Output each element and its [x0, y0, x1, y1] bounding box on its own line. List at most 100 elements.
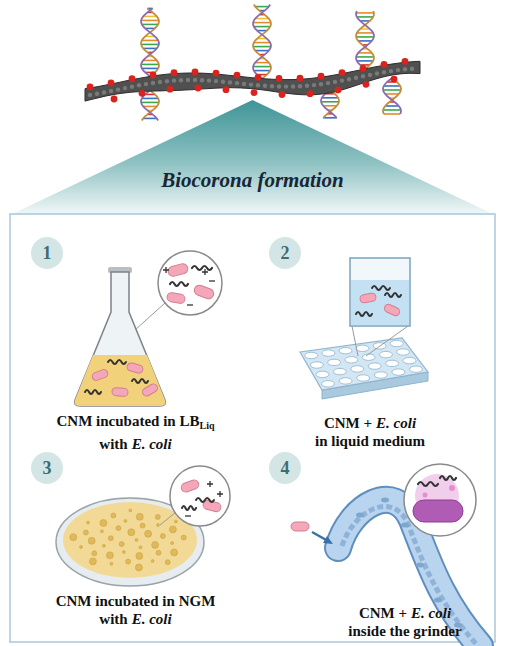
art-ellipse — [63, 502, 197, 578]
art-line — [253, 66, 271, 68]
art-ellipse — [374, 372, 387, 378]
art-circle — [263, 84, 267, 88]
art-ellipse — [381, 498, 389, 503]
art-line — [260, 54, 265, 56]
art-line — [160, 512, 176, 525]
art-circle — [157, 524, 160, 527]
art-ellipse — [357, 375, 370, 381]
art-line — [148, 52, 153, 54]
art-ellipse — [310, 362, 323, 368]
art-circle — [111, 513, 116, 518]
art-ellipse — [379, 351, 392, 357]
art-circle — [160, 534, 165, 539]
art-path — [132, 379, 148, 383]
art-rect — [166, 292, 185, 304]
art-line — [148, 56, 153, 58]
art-line — [383, 109, 401, 111]
art-circle — [200, 78, 204, 82]
art-path — [356, 312, 372, 316]
art-path — [202, 269, 208, 275]
art-circle — [158, 80, 162, 84]
art-circle — [135, 539, 138, 542]
art-circle — [360, 65, 367, 72]
art-line — [257, 30, 267, 32]
art-circle — [169, 526, 176, 533]
art-line — [145, 28, 155, 30]
art-circle — [100, 520, 107, 527]
art-ellipse — [362, 354, 375, 360]
art-circle — [333, 80, 337, 84]
art-circle — [186, 78, 190, 82]
banner-title: Biocorona formation — [10, 168, 495, 193]
art-line — [356, 36, 374, 38]
art-circle — [129, 75, 136, 82]
art-line — [322, 97, 338, 99]
art-circle — [126, 559, 131, 564]
art-path — [338, 500, 480, 646]
art-circle — [165, 560, 170, 565]
art-rect — [291, 522, 309, 531]
art-circle — [340, 78, 344, 82]
art-line — [257, 38, 267, 40]
art-ellipse — [339, 348, 352, 354]
art-path — [185, 515, 191, 516]
art-circle — [171, 549, 178, 556]
art-line — [148, 114, 153, 116]
art-line — [145, 36, 155, 38]
art-path — [385, 293, 401, 297]
art-circle — [251, 89, 258, 96]
art-ellipse — [392, 369, 405, 375]
art-circle — [192, 69, 199, 76]
art-circle — [375, 71, 379, 75]
art-circle — [136, 552, 143, 559]
art-circle — [339, 69, 346, 76]
art-circle — [92, 551, 97, 556]
art-line — [143, 16, 157, 18]
art-circle — [122, 551, 125, 554]
art-path — [85, 390, 101, 394]
art-line — [387, 81, 397, 83]
art-circle — [80, 545, 83, 548]
art-circle — [297, 75, 304, 82]
art-circle — [389, 69, 393, 73]
art-path — [141, 90, 158, 120]
art-rect — [193, 284, 215, 300]
art-group — [356, 498, 462, 628]
art-line — [253, 22, 271, 24]
art-line — [360, 64, 370, 66]
art-circle — [181, 535, 186, 540]
art-circle — [249, 82, 253, 86]
art-circle — [363, 81, 370, 88]
art-group — [70, 509, 186, 571]
art-line — [357, 32, 373, 34]
caption-text: E. coli — [132, 436, 172, 452]
art-path — [356, 11, 374, 69]
art-line — [360, 20, 370, 22]
art-rect — [141, 383, 159, 398]
art-line — [383, 89, 401, 91]
art-line — [142, 24, 158, 26]
panel-caption: CNM +E. coliinside the grinder — [312, 604, 498, 640]
art-line — [384, 113, 400, 115]
art-circle — [256, 83, 260, 87]
panel-caption: CNM incubated in LBLiqwithE. coli — [33, 412, 238, 453]
art-line — [142, 98, 158, 100]
art-ellipse — [416, 563, 424, 568]
art-path — [187, 304, 193, 305]
art-circle — [423, 493, 428, 498]
art-path — [108, 360, 126, 364]
art-path — [383, 78, 401, 114]
art-circle — [109, 89, 113, 93]
callout-number: 1 — [43, 243, 52, 264]
art-circle — [88, 93, 92, 97]
art-path — [383, 78, 401, 114]
art-line — [255, 62, 269, 64]
art-line — [143, 60, 157, 62]
art-rect — [351, 280, 409, 325]
art-line — [328, 113, 333, 115]
art-line — [254, 70, 270, 72]
art-circle — [140, 523, 145, 528]
art-line — [385, 93, 399, 95]
art-rect — [126, 362, 144, 374]
